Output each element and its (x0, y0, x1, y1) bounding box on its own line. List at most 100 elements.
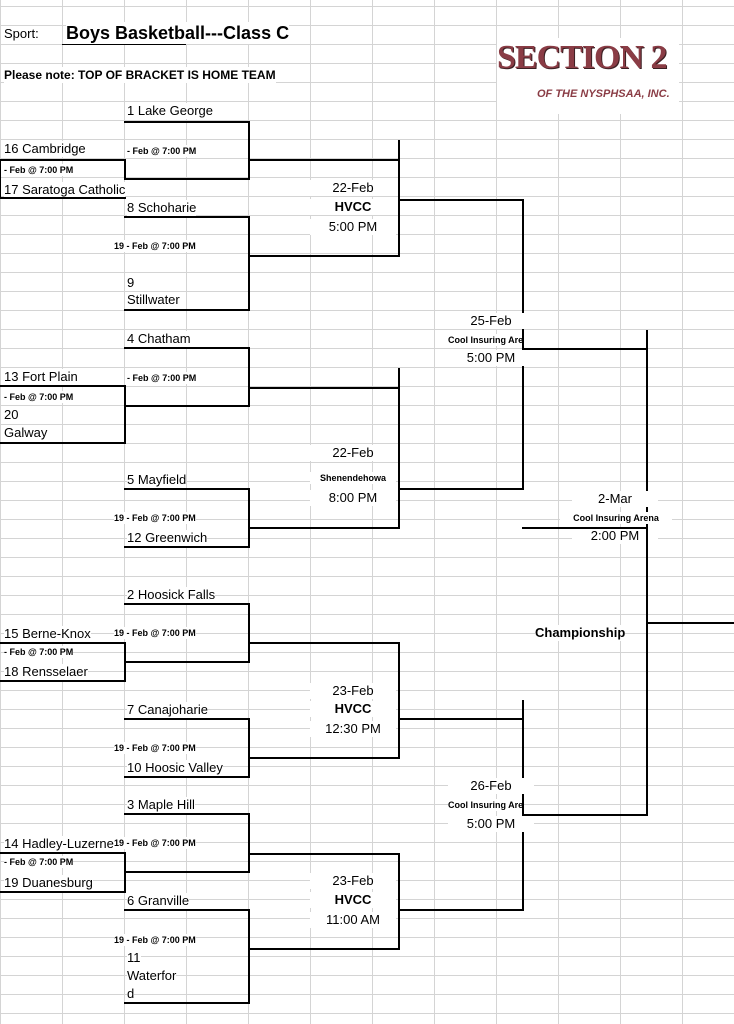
bracket-line (248, 121, 250, 180)
team-hadley-luzerne: 14 Hadley-Luzerne (4, 836, 114, 852)
bracket-line (0, 642, 126, 644)
bracket-line (522, 814, 648, 816)
team-saratoga-catholic: 17 Saratoga Catholic (4, 182, 126, 198)
team-waterford-cont: d (127, 986, 135, 1002)
final-venue: Cool Insuring Arena (560, 512, 672, 524)
bracket-line (124, 385, 126, 444)
game-time: - Feb @ 7:00 PM (4, 164, 74, 176)
bracket-line (0, 852, 126, 854)
team-canajoharie: 7 Canajoharie (127, 702, 208, 718)
bracket-line (522, 700, 524, 911)
qf1-date: 22-Feb (310, 180, 396, 196)
qf4-date: 23-Feb (310, 873, 396, 889)
seed-galway: 20 (4, 407, 19, 423)
game-time: 19 - Feb @ 7:00 PM (114, 934, 196, 946)
qf2-venue: Shenendehowa (310, 472, 396, 484)
bracket-line (248, 387, 400, 389)
bracket-line (398, 368, 400, 529)
team-cambridge: 16 Cambridge (4, 141, 86, 157)
section2-logo: SECTION 2 OF THE NYSPHSAA, INC. (497, 38, 679, 114)
game-time: - Feb @ 7:00 PM (127, 372, 197, 384)
bracket-line (522, 348, 648, 350)
bracket-line (248, 255, 400, 257)
bracket-line (248, 216, 250, 311)
team-stillwater: Stillwater (127, 292, 180, 308)
team-hoosic-valley: 10 Hoosic Valley (127, 760, 223, 776)
bracket-line (646, 330, 648, 530)
bracket-line (124, 159, 126, 180)
team-mayfield: 5 Mayfield (127, 472, 187, 488)
bracket-line (398, 199, 524, 201)
team-rensselaer: 18 Rensselaer (4, 664, 88, 680)
game-time: 19 - Feb @ 7:00 PM (114, 837, 196, 849)
game-time: - Feb @ 7:00 PM (4, 391, 74, 403)
bracket-line (0, 891, 126, 893)
bracket-line (248, 813, 250, 873)
game-time: - Feb @ 7:00 PM (4, 646, 74, 658)
bracket-line (398, 909, 524, 911)
bracket-line (124, 718, 250, 720)
bracket-line (0, 197, 126, 199)
bracket-line (124, 121, 250, 123)
bracket-line (0, 159, 1, 199)
bracket-line (124, 852, 126, 893)
bracket-line (124, 405, 250, 407)
bracket-line (522, 199, 524, 490)
game-time: 19 - Feb @ 7:00 PM (114, 742, 196, 754)
title-underline (62, 44, 186, 45)
bracket-line (248, 853, 400, 855)
bracket-line (248, 488, 250, 548)
sf2-date: 26-Feb (448, 778, 534, 794)
bracket-line (248, 642, 400, 644)
qf3-time: 12:30 PM (310, 721, 396, 737)
seed-waterford: 11 (127, 950, 141, 966)
team-greenwich: 12 Greenwich (127, 530, 208, 546)
bracket-line (124, 1002, 250, 1004)
bracket-line (124, 776, 250, 778)
bracket-line (0, 385, 126, 387)
qf2-time: 8:00 PM (310, 490, 396, 506)
seed-stillwater: 9 (127, 275, 135, 291)
bracket-line (124, 546, 250, 548)
bracket-line (248, 718, 250, 778)
bracket-line (124, 178, 250, 180)
bracket-line (124, 347, 250, 349)
team-granville: 6 Granville (127, 893, 190, 909)
qf2-date: 22-Feb (310, 445, 396, 461)
game-time: - Feb @ 7:00 PM (4, 856, 74, 868)
team-schoharie: 8 Schoharie (127, 200, 197, 216)
bracket-line (522, 527, 648, 529)
game-time: - Feb @ 7:00 PM (127, 145, 197, 157)
bracket-line (124, 871, 250, 873)
bracket-line (248, 909, 250, 1004)
team-berne-knox: 15 Berne-Knox (4, 626, 91, 642)
sport-label: Sport: (4, 26, 39, 42)
bracket-line (248, 347, 250, 407)
bracket-line (124, 661, 250, 663)
bracket-line (248, 527, 400, 529)
game-time: 19 - Feb @ 7:00 PM (114, 512, 196, 524)
qf3-date: 23-Feb (310, 683, 396, 699)
team-waterford: Waterfor (127, 968, 177, 984)
sport-title: Boys Basketball---Class C (66, 22, 290, 44)
game-time: 19 - Feb @ 7:00 PM (114, 627, 196, 639)
bracket-line (398, 488, 524, 490)
bracket-line (248, 603, 250, 663)
team-lake-george: 1 Lake George (127, 103, 214, 119)
bracket-line (124, 603, 250, 605)
sf2-time: 5:00 PM (448, 816, 534, 832)
team-hoosick-falls: 2 Hoosick Falls (127, 587, 216, 603)
qf4-venue: HVCC (310, 892, 396, 908)
bracket-line (124, 813, 250, 815)
team-fort-plain: 13 Fort Plain (4, 369, 78, 385)
bracket-line (646, 622, 734, 624)
qf4-time: 11:00 AM (310, 912, 396, 928)
sf1-time: 5:00 PM (448, 350, 534, 366)
bracket-line (248, 757, 400, 759)
bracket-line (124, 216, 250, 218)
bracket-line (248, 159, 400, 161)
final-time: 2:00 PM (572, 528, 658, 544)
sf1-date: 25-Feb (448, 313, 534, 329)
bracket-line (398, 853, 400, 950)
